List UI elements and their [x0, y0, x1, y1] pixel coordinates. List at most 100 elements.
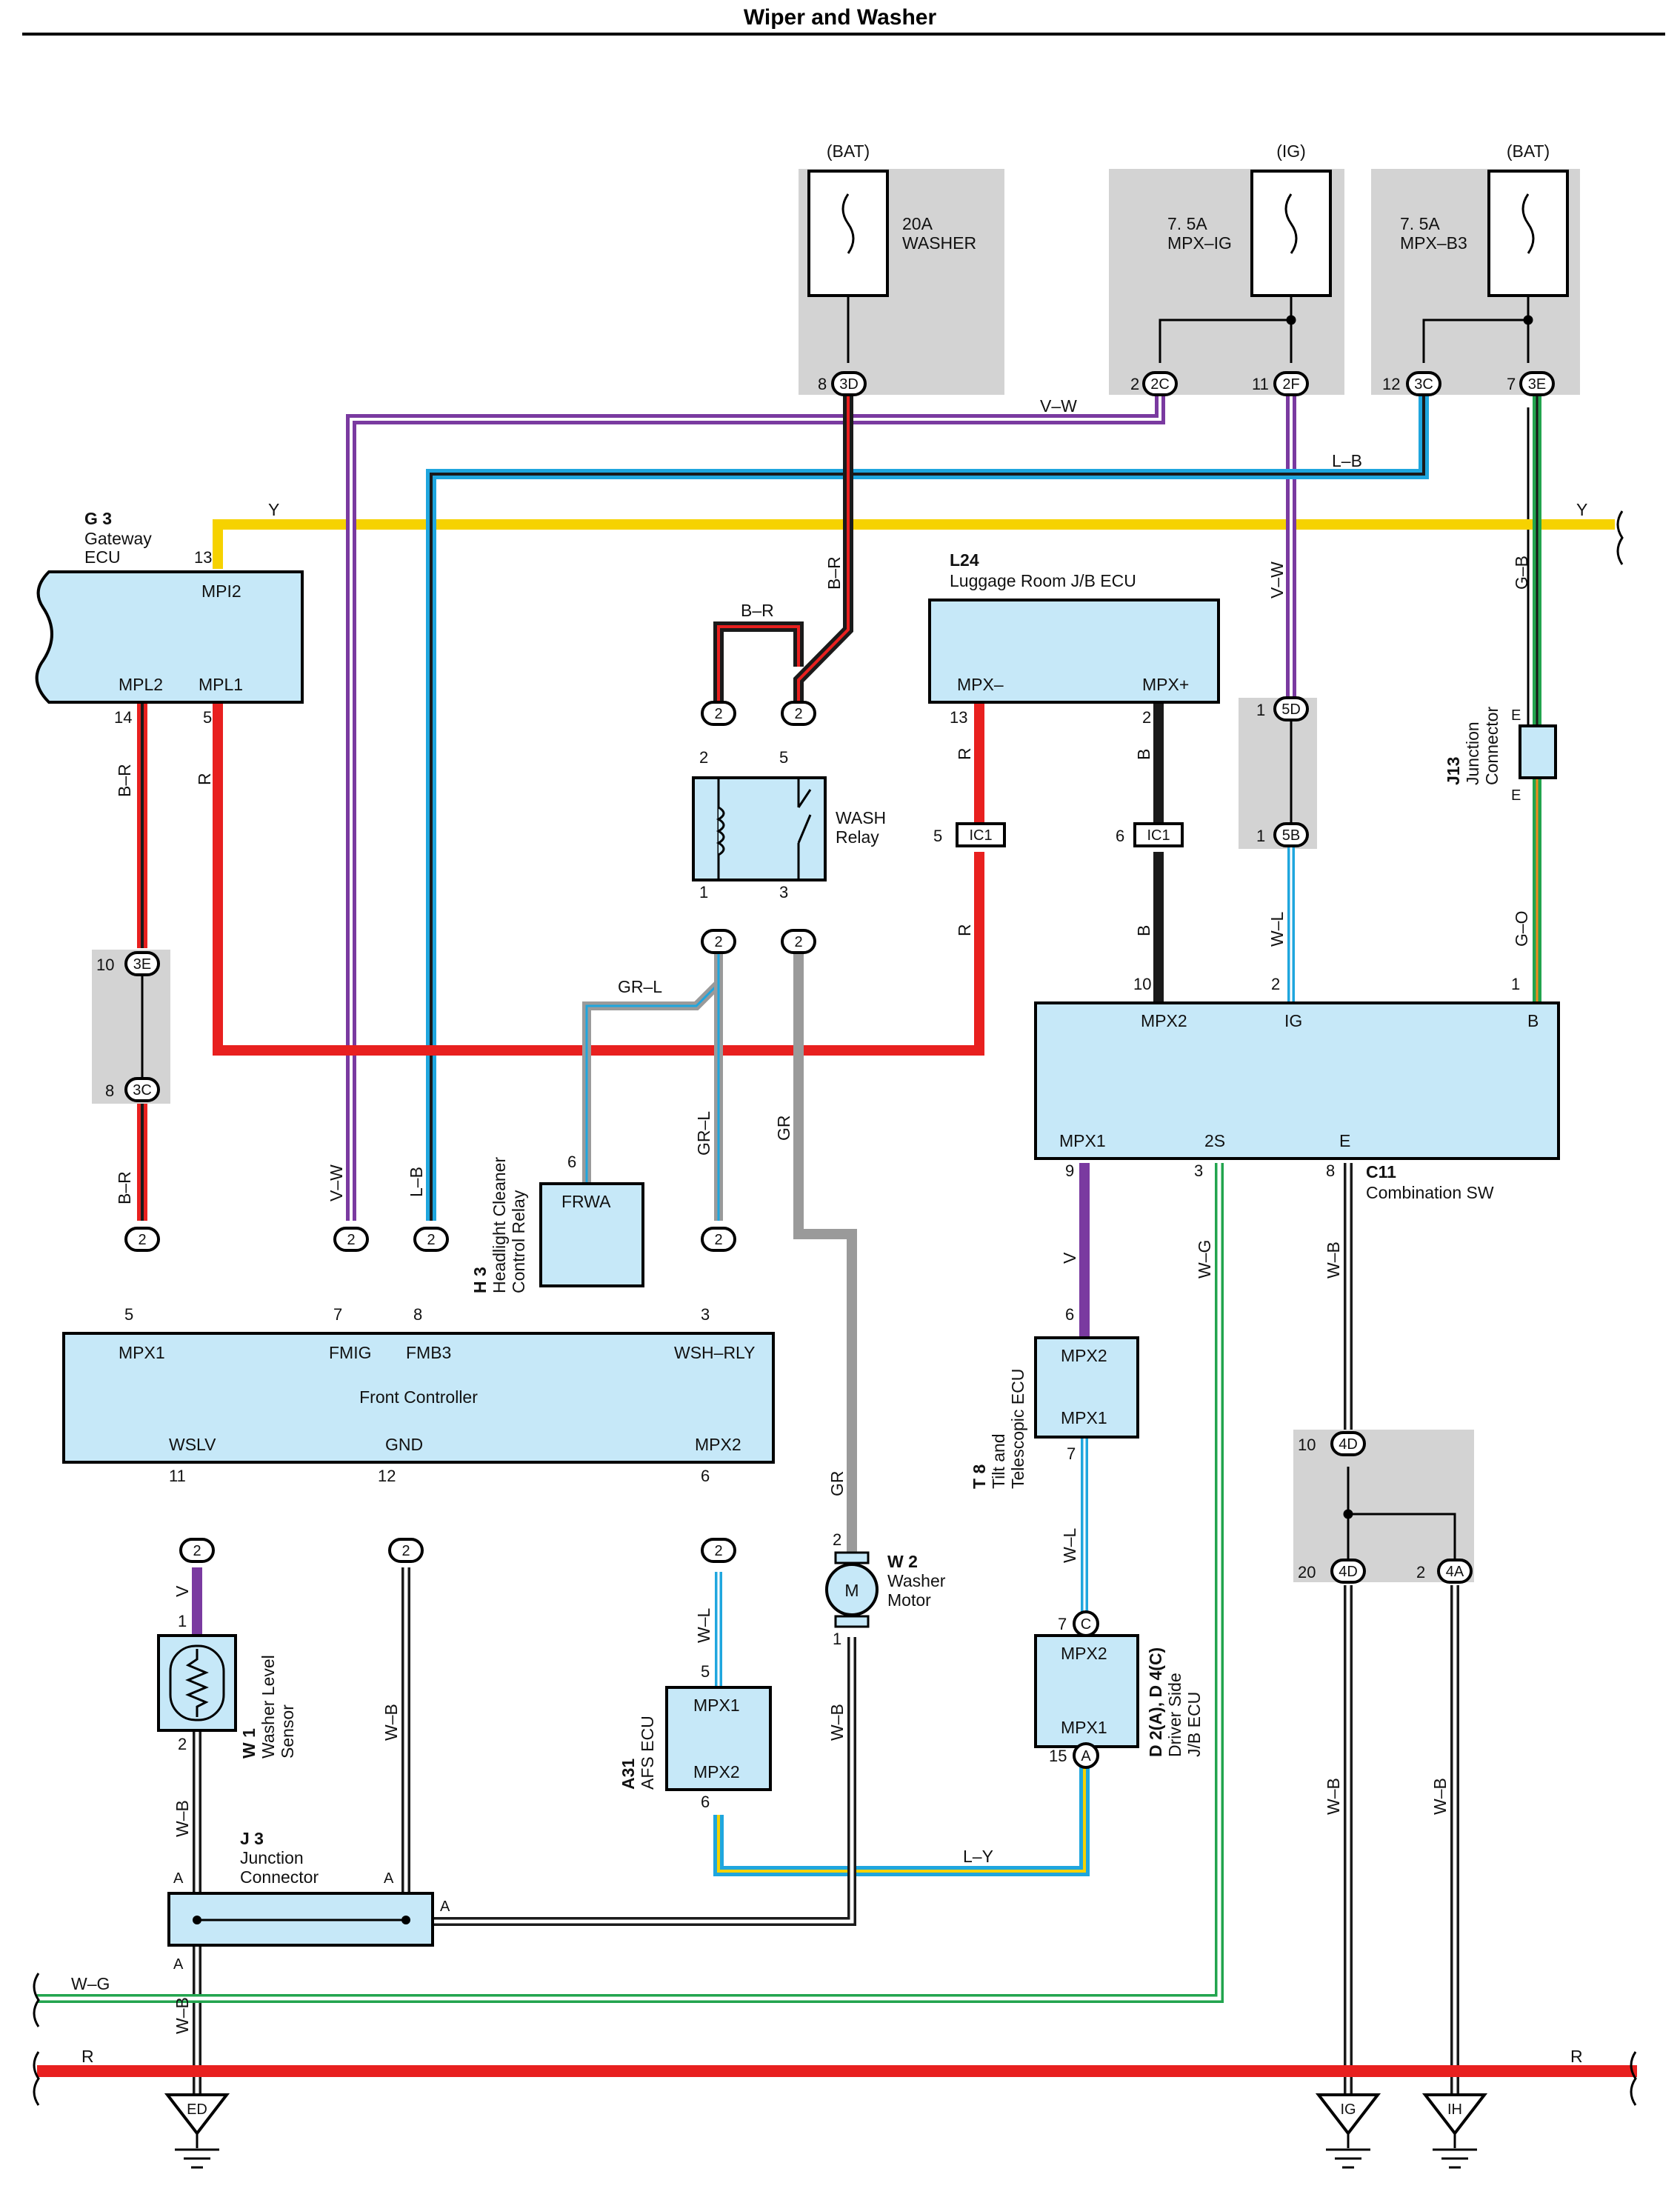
svg-text:R: R [1570, 2047, 1583, 2066]
svg-text:A: A [384, 1870, 394, 1887]
conn-2f: 2F [1273, 371, 1309, 396]
svg-text:10: 10 [1298, 1436, 1316, 1454]
fuse-washer: 20A WASHER [807, 170, 976, 297]
svg-text:R: R [955, 747, 974, 760]
svg-text:V: V [173, 1585, 192, 1597]
svg-text:A: A [1081, 1748, 1091, 1764]
svg-text:2: 2 [401, 1543, 410, 1559]
svg-text:8: 8 [413, 1305, 422, 1324]
svg-text:IG: IG [1284, 1011, 1302, 1030]
ground-ih: IH [1421, 2093, 1488, 2169]
svg-text:A31: A31 [619, 1759, 638, 1790]
svg-text:2S: 2S [1204, 1131, 1225, 1150]
svg-text:B–R: B–R [741, 601, 774, 620]
svg-text:4A: 4A [1446, 1564, 1464, 1580]
svg-text:R: R [195, 773, 214, 785]
svg-text:13: 13 [950, 708, 967, 727]
fuse-mpxig: 7. 5A MPX–IG [1167, 170, 1332, 297]
svg-text:3E: 3E [133, 956, 151, 973]
svg-text:B–R: B–R [824, 556, 844, 590]
svg-text:Driver Side: Driver Side [1165, 1673, 1184, 1757]
svg-text:B: B [1134, 925, 1153, 936]
svg-text:Motor: Motor [887, 1590, 931, 1610]
svg-text:E: E [1511, 787, 1521, 804]
conn-2c: 2C [1142, 371, 1178, 396]
svg-text:ECU: ECU [84, 547, 121, 567]
svg-text:2: 2 [714, 706, 722, 722]
svg-text:L24: L24 [950, 550, 979, 570]
svg-text:Junction: Junction [240, 1848, 304, 1867]
conn-fc-2d: 2 [701, 1227, 736, 1252]
svg-text:2C: 2C [1150, 376, 1170, 393]
svg-text:2: 2 [794, 706, 802, 722]
svg-text:L–Y: L–Y [963, 1847, 993, 1866]
svg-text:Headlight Cleaner: Headlight Cleaner [490, 1157, 509, 1293]
svg-text:8: 8 [105, 1081, 114, 1100]
conn-fc-2a: 2 [124, 1227, 160, 1252]
svg-text:V: V [1060, 1252, 1079, 1264]
svg-text:2: 2 [1130, 375, 1139, 393]
svg-text:6: 6 [1065, 1305, 1074, 1324]
wire-wg [37, 1163, 1224, 2003]
svg-text:15: 15 [1049, 1747, 1067, 1765]
svg-text:Junction: Junction [1463, 721, 1482, 785]
conn-3c-left: 3C [124, 1077, 160, 1102]
svg-text:2: 2 [1142, 708, 1151, 727]
conn-relay-2b: 2 [781, 701, 816, 726]
svg-text:7. 5A: 7. 5A [1400, 214, 1440, 233]
splice-5d5b-shade [1239, 698, 1317, 849]
conn-fc-2c: 2 [413, 1227, 449, 1252]
svg-text:J13: J13 [1444, 757, 1463, 785]
svg-text:IC1: IC1 [1147, 827, 1170, 844]
svg-text:12: 12 [1382, 375, 1400, 393]
power-ig: (IG) [1276, 141, 1306, 161]
svg-text:2: 2 [833, 1530, 841, 1549]
svg-text:MPX1: MPX1 [1059, 1131, 1106, 1150]
conn-ic1-b: IC1 [1133, 822, 1184, 847]
svg-text:A: A [173, 1870, 184, 1887]
svg-text:M: M [844, 1581, 859, 1600]
svg-text:2: 2 [193, 1543, 201, 1559]
conn-fc-2e: 2 [179, 1538, 215, 1563]
ground-ed: ED [164, 2093, 230, 2169]
svg-text:W–B: W–B [1324, 1241, 1343, 1279]
svg-text:T 8: T 8 [970, 1464, 989, 1489]
wire-ly [713, 1764, 1090, 1876]
svg-text:2F: 2F [1282, 376, 1299, 393]
svg-text:3: 3 [701, 1305, 710, 1324]
svg-text:V–W: V–W [327, 1164, 346, 1201]
ground-ig: IG [1315, 2093, 1381, 2169]
svg-text:1: 1 [178, 1612, 187, 1630]
splice-3e3c-shade [92, 950, 170, 1104]
svg-text:W–B: W–B [1324, 1778, 1343, 1815]
svg-text:GR: GR [774, 1116, 793, 1141]
conn-a: A [1073, 1742, 1099, 1769]
svg-text:WSLV: WSLV [169, 1435, 216, 1454]
svg-text:V–W: V–W [1267, 561, 1287, 599]
conn-4a: 4A [1437, 1559, 1473, 1584]
svg-text:Y: Y [268, 500, 279, 519]
svg-text:IH: IH [1447, 2101, 1462, 2118]
svg-text:W–B: W–B [827, 1704, 847, 1741]
svg-text:GR–L: GR–L [618, 977, 662, 996]
svg-text:MPX1: MPX1 [1061, 1408, 1107, 1427]
svg-text:7: 7 [1058, 1615, 1067, 1633]
svg-text:2: 2 [178, 1735, 187, 1753]
svg-text:MPX2: MPX2 [1061, 1644, 1107, 1663]
svg-text:3C: 3C [133, 1082, 152, 1099]
svg-text:GR–L: GR–L [694, 1111, 713, 1156]
svg-text:W–G: W–G [1195, 1240, 1214, 1279]
svg-text:W–B: W–B [1430, 1778, 1450, 1815]
svg-text:Connector: Connector [1482, 707, 1501, 785]
gateway-ecu: G 3 Gateway ECU MPI2 MPL2 MPL1 [35, 509, 304, 704]
svg-text:Combination SW: Combination SW [1366, 1183, 1494, 1202]
svg-text:14: 14 [114, 708, 132, 727]
svg-text:R: R [955, 924, 974, 936]
svg-text:MPX2: MPX2 [695, 1435, 741, 1454]
svg-text:4D: 4D [1339, 1564, 1358, 1580]
svg-text:12: 12 [378, 1467, 396, 1485]
svg-text:5: 5 [779, 748, 788, 767]
conn-c: C [1073, 1610, 1099, 1637]
svg-text:1: 1 [699, 883, 708, 901]
svg-text:6: 6 [701, 1467, 710, 1485]
